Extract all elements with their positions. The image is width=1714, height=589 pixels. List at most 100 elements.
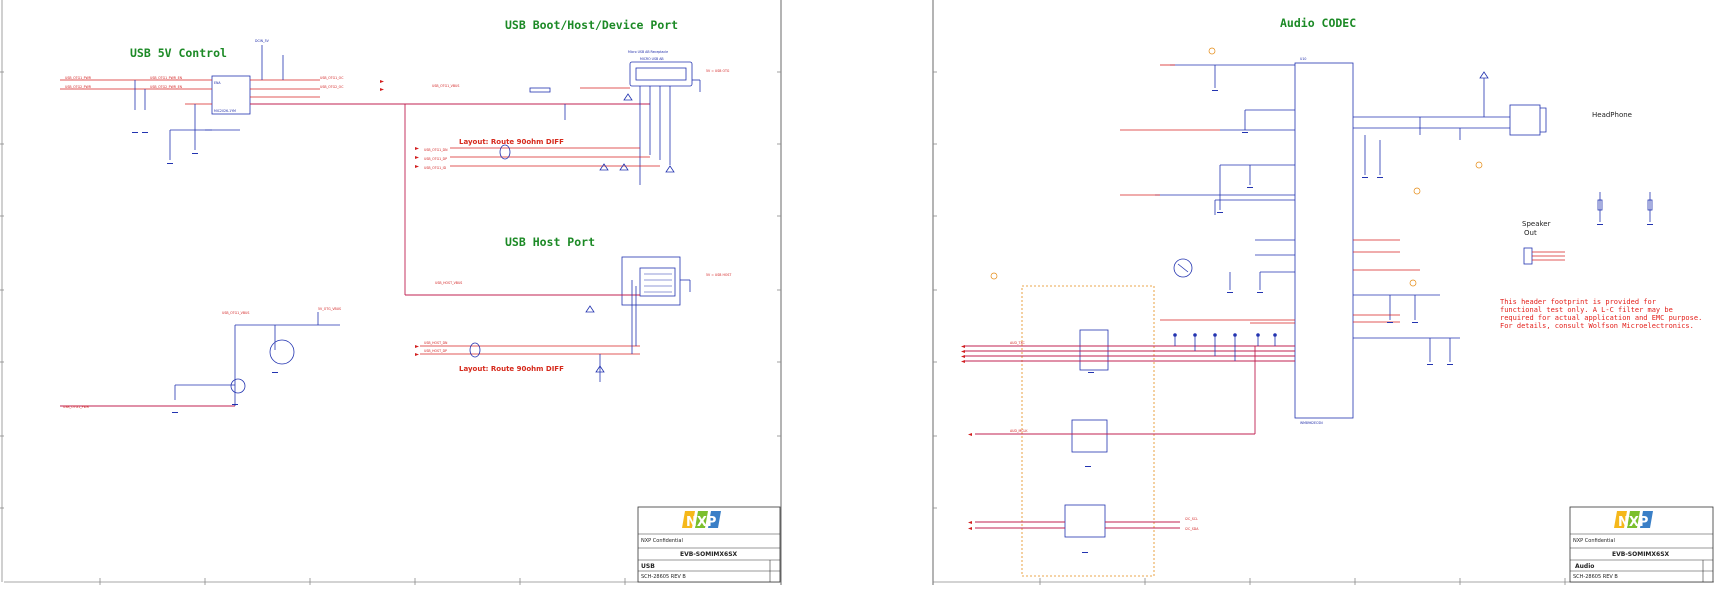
header-note-line-2: functional test only. A L-C filter may b… — [1500, 306, 1673, 314]
ground-symbols — [132, 132, 198, 164]
net-label: USB_OTG2_PWR — [65, 85, 92, 89]
connector-label: MICRO USB AB — [640, 57, 664, 61]
codec-left-wires — [1155, 64, 1295, 290]
speaker-wires — [1532, 251, 1565, 261]
net-label: USB_OTG1_DP — [424, 157, 447, 161]
net-label: USB_HOST_VBUS — [435, 281, 462, 285]
nxp-logo: NXP — [682, 511, 721, 530]
page-gap — [781, 0, 933, 585]
net-label: USB_OTG1_OC — [320, 76, 344, 80]
port-arrows — [380, 80, 419, 168]
headphone-esd-diode — [1479, 71, 1489, 79]
ic-pin-label: ENA — [214, 81, 221, 85]
net-label: USB_OTG1_VBUS — [222, 311, 249, 315]
usb-boot-port-title: USB Boot/Host/Device Port — [505, 18, 678, 32]
power-rail-label: DCIN_5V — [255, 39, 270, 43]
micro-usb-connector-body — [635, 67, 687, 81]
level-shifter-ic-2 — [1071, 419, 1108, 453]
net-label: USB_HOST_DP — [424, 349, 447, 353]
doc-number: SCH-28605 REV B — [1573, 574, 1618, 580]
usb-a-connector-outline — [621, 256, 681, 306]
right-title-block: NXP NXP Confidential EVB-SOMIMX6SX Audio… — [1569, 506, 1714, 583]
layout-note-route-90ohm: Layout: Route 90ohm DIFF — [459, 138, 564, 146]
host-esd-diodes — [585, 305, 605, 373]
speaker-label: Speaker — [1522, 220, 1551, 228]
connector-part-label: Micro USB AB Receptacle — [628, 50, 668, 54]
ic-part-label: MIC2026-1YM — [214, 109, 236, 113]
usb-5v-control-circuit: USB_OTG1_PWR USB_OTG2_PWR USB_OTG1_OC US… — [60, 39, 650, 295]
nxp-logo-text: NXP — [1618, 515, 1648, 530]
level-shifter-ic-1 — [1079, 329, 1109, 371]
nxp-logo-text: NXP — [686, 515, 716, 530]
board-name: EVB-SOMIMX6SX — [680, 551, 738, 558]
title-block-label: NXP Confidential — [1573, 538, 1615, 544]
net-label: 5V_OTG_VBUS — [318, 307, 341, 311]
power-switch-ic — [211, 75, 251, 115]
test-points — [1173, 333, 1277, 337]
net-label: USB_OTG2_PWR_EN — [150, 85, 183, 89]
nxp-logo: NXP — [1614, 511, 1653, 530]
page-name: Audio — [1575, 563, 1594, 570]
tvs-diode — [623, 93, 633, 101]
usb-5v-control-title: USB 5V Control — [130, 46, 227, 60]
page-name: USB — [641, 563, 655, 570]
net-label: USB_OTG1_PWR — [63, 405, 90, 409]
audio-port-arrows — [961, 345, 972, 530]
level-shifter-region — [1021, 285, 1155, 577]
left-sheet: USB 5V Control USB Boot/Host/Device Port… — [0, 0, 782, 585]
ferrite-bead — [529, 87, 551, 93]
title-block-label: NXP Confidential — [641, 538, 683, 544]
level-shifter-ic-3 — [1064, 504, 1106, 538]
net-label: USB_HOST_DN — [424, 341, 448, 345]
diff-pair-marker — [499, 144, 511, 160]
speaker-out-label: Out — [1524, 229, 1537, 237]
net-label: USB_OTG1_DN — [424, 148, 448, 152]
microphone — [1173, 258, 1193, 278]
header-note-line-3: required for actual application and EMC … — [1500, 314, 1702, 322]
net-label: USB_OTG1_PWR — [65, 76, 92, 80]
audio-bus-wires — [965, 345, 1295, 529]
net-label: 5V = USB OTG — [706, 69, 730, 73]
otg-power-circuit: USB_OTG1_VBUS 5V_OTG_VBUS USB_OTG1_PWR — [60, 307, 341, 413]
net-label: AUD_TXC — [1010, 341, 1025, 345]
usb-host-port-circuit: Layout: Route 90ohm DIFF USB_HOST_DN USB… — [405, 256, 731, 382]
net-label: USB_OTG1_PWR_EN — [150, 76, 183, 80]
otg-ground-symbols — [172, 372, 278, 413]
codec-right-wires — [1353, 116, 1510, 362]
net-label: USB_OTG2_OC — [320, 85, 344, 89]
doc-number: SCH-28605 REV B — [641, 574, 686, 580]
usb-boot-port-circuit: MICRO USB AB Micro USB AB Receptacle Lay… — [380, 50, 730, 185]
audio-codec-title: Audio CODEC — [1280, 16, 1356, 30]
net-label: AUD_MCLK — [1010, 429, 1028, 433]
codec-net-wires — [1120, 64, 1295, 324]
speaker-pulldowns — [1597, 192, 1653, 222]
host-port-arrows — [415, 345, 419, 356]
microphone-element — [1177, 263, 1189, 273]
ic-part-label: WM8962ECSN — [1300, 421, 1323, 425]
headphone-label: HeadPhone — [1592, 111, 1632, 119]
left-title-block: NXP NXP Confidential EVB-SOMIMX6SX USB S… — [637, 506, 781, 583]
diff-pair-marker — [469, 342, 481, 358]
layout-note-route-90ohm-host: Layout: Route 90ohm DIFF — [459, 365, 564, 373]
micro-usb-connector — [629, 61, 693, 87]
net-label: I2C_SDA — [1185, 527, 1199, 531]
bjt-transistor — [230, 378, 246, 394]
board-name: EVB-SOMIMX6SX — [1612, 551, 1670, 558]
codec-ground-symbols — [1082, 90, 1653, 553]
speaker-header — [1523, 247, 1533, 265]
headphone-jack — [1509, 104, 1541, 136]
ic-designator: U10 — [1300, 57, 1306, 61]
test-point-wires — [1174, 335, 1276, 361]
left-zone-ticks — [0, 71, 781, 585]
usb-host-port-title: USB Host Port — [505, 235, 595, 249]
usb-a-connector — [639, 267, 676, 297]
net-label: I2C_SCL — [1185, 517, 1198, 521]
net-label: USB_OTG1_VBUS — [432, 84, 459, 88]
design-note-markers — [990, 47, 1483, 287]
right-sheet: Audio CODEC U10 WM8962ECSN — [932, 0, 1714, 585]
net-label: USB_OTG1_ID — [424, 166, 447, 170]
mosfet-transistor — [269, 339, 295, 365]
usb-a-pins — [644, 273, 672, 293]
esd-diodes — [599, 163, 675, 173]
